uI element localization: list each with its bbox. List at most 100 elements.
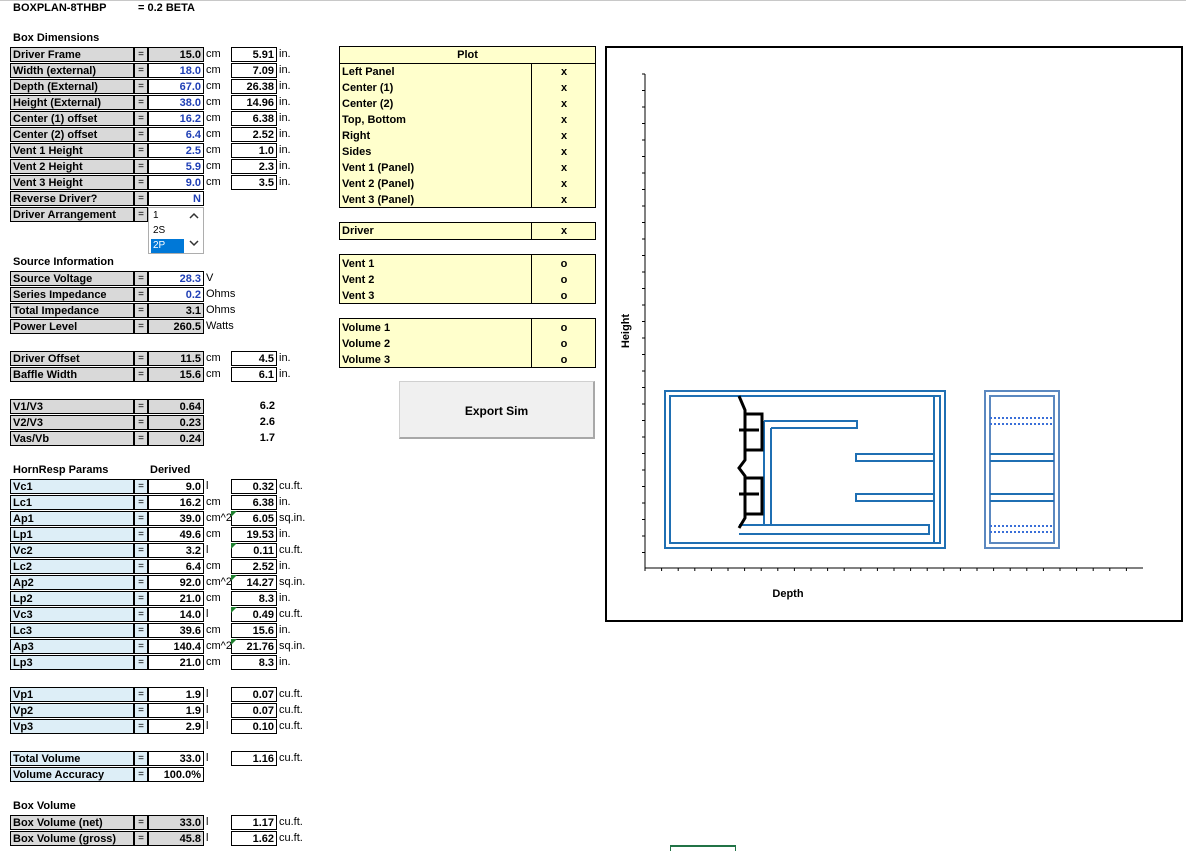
plot-option-mark[interactable]: x	[560, 162, 568, 174]
dropdown-option-2p[interactable]: 2P	[151, 239, 184, 253]
param-value[interactable]: 67.0	[148, 79, 204, 94]
param-label: Vent 2 Height	[10, 159, 134, 174]
param-value[interactable]: 0.2	[148, 287, 204, 302]
param-value: 92.0	[148, 575, 204, 590]
param-unit-imperial: in.	[279, 48, 291, 60]
param-unit: cm^2	[206, 640, 232, 652]
equals-sign: =	[134, 319, 148, 334]
param-unit-imperial: in.	[279, 592, 291, 604]
plot-option-mark[interactable]: x	[560, 178, 568, 190]
vent-3-panel	[855, 493, 934, 502]
section-title: HornResp Params	[13, 464, 109, 476]
param-value[interactable]: N	[148, 191, 204, 206]
plot-option-mark[interactable]: x	[560, 146, 568, 158]
param-value[interactable]: 2.5	[148, 143, 204, 158]
cell-comment-marker	[231, 575, 237, 581]
plot-option-mark[interactable]: o	[560, 338, 568, 350]
plot-option-mark[interactable]: x	[560, 130, 568, 142]
plot-option-mark[interactable]: o	[560, 258, 568, 270]
equals-sign: =	[134, 159, 148, 174]
param-label: Lc1	[10, 495, 134, 510]
plot-option-label: Volume 3	[342, 354, 391, 366]
param-value[interactable]: 28.3	[148, 271, 204, 286]
plot-option-mark[interactable]: o	[560, 290, 568, 302]
equals-sign: =	[134, 607, 148, 622]
param-label: Box Volume (gross)	[10, 831, 134, 846]
param-value-imperial: 6.1	[231, 367, 277, 382]
cell-comment-marker	[231, 607, 237, 613]
param-unit-imperial: in.	[279, 176, 291, 188]
plot-option-mark[interactable]: o	[560, 354, 568, 366]
section-title: Box Dimensions	[13, 32, 100, 44]
plot-option-row[interactable]: Vent 2 (Panel)x	[340, 176, 595, 192]
export-sim-button[interactable]: Export Sim	[399, 381, 595, 439]
plot-option-row[interactable]: Vent 1 (Panel)x	[340, 160, 595, 176]
param-value[interactable]: 9.0	[148, 175, 204, 190]
scroll-down-icon[interactable]	[187, 238, 201, 252]
equals-sign: =	[134, 303, 148, 318]
equals-sign: =	[134, 271, 148, 286]
equals-sign: =	[134, 207, 148, 222]
dropdown-option-1[interactable]: 1	[153, 210, 159, 221]
param-unit: cm	[206, 496, 221, 508]
param-unit: cm	[206, 160, 221, 172]
param-value[interactable]: 16.2	[148, 111, 204, 126]
equals-sign: =	[134, 95, 148, 110]
plot-panel-title: Plot	[340, 47, 595, 63]
dropdown-option-2s[interactable]: 2S	[153, 225, 166, 236]
cell-comment-marker	[231, 543, 237, 549]
param-unit: l	[206, 480, 209, 492]
plot-option-mark[interactable]: o	[560, 322, 568, 334]
param-value: 0.24	[148, 431, 204, 446]
plot-volume-row[interactable]: Volume 3 o	[340, 352, 595, 368]
param-label: Vent 3 Height	[10, 175, 134, 190]
param-value[interactable]: 5.9	[148, 159, 204, 174]
equals-sign: =	[134, 175, 148, 190]
param-value-imperial: 6.38	[231, 495, 277, 510]
plot-option-row[interactable]: Center (1)x	[340, 80, 595, 96]
param-value[interactable]: 6.4	[148, 127, 204, 142]
param-value: 9.0	[148, 479, 204, 494]
param-unit-imperial: in.	[279, 496, 291, 508]
equals-sign: =	[134, 751, 148, 766]
param-unit: cm	[206, 128, 221, 140]
plot-option-label: Left Panel	[342, 66, 395, 78]
plot-option-row[interactable]: Center (2)x	[340, 96, 595, 112]
plot-option-row[interactable]: Vent 3 (Panel)x	[340, 192, 595, 208]
param-unit-imperial: in.	[279, 80, 291, 92]
box-layout-svg: Height Depth	[620, 73, 1143, 600]
plot-option-mark[interactable]: x	[560, 82, 568, 94]
selected-cell-indicator[interactable]	[670, 845, 736, 851]
equals-sign: =	[134, 367, 148, 382]
param-value: 100.0%	[148, 767, 204, 782]
param-label: Source Voltage	[10, 271, 134, 286]
plot-option-mark[interactable]: x	[560, 98, 568, 110]
param-unit: Ohms	[206, 304, 236, 316]
param-unit-imperial: sq.in.	[279, 512, 306, 524]
plot-option-mark[interactable]: x	[560, 66, 568, 78]
plot-option-mark[interactable]: x	[560, 225, 568, 237]
plot-option-mark[interactable]: x	[560, 194, 568, 206]
scroll-up-icon[interactable]	[187, 211, 201, 225]
driver-arrangement-dropdown[interactable]: 1 2S 2P	[148, 207, 204, 254]
param-unit-imperial: in.	[279, 560, 291, 572]
param-unit: cm^2	[206, 512, 232, 524]
param-value: 21.0	[148, 591, 204, 606]
equals-sign: =	[134, 47, 148, 62]
plot-option-mark[interactable]: x	[560, 114, 568, 126]
plot-option-mark[interactable]: o	[560, 274, 568, 286]
plot-option-row[interactable]: Left Panel x	[340, 64, 595, 80]
param-unit: cm	[206, 560, 221, 572]
param-value[interactable]: 38.0	[148, 95, 204, 110]
app-version: = 0.2 BETA	[138, 2, 195, 14]
param-value[interactable]: 18.0	[148, 63, 204, 78]
